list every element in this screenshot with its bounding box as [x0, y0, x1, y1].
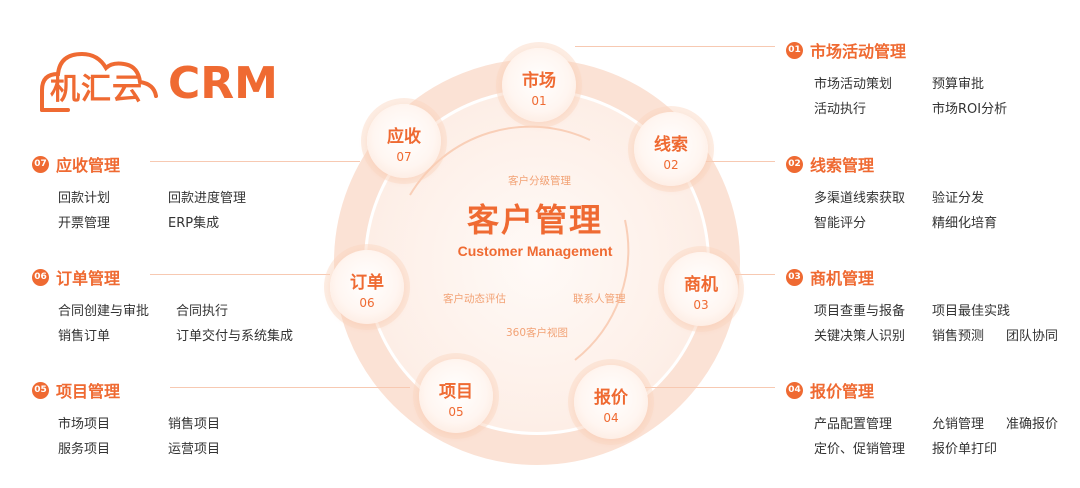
section-badge: 06 — [32, 268, 49, 286]
section-receivable: 07 应收管理 回款计划 回款进度管理 开票管理 ERP集成 — [32, 152, 246, 236]
feature-item: 回款计划 — [58, 191, 111, 206]
section-badge: 01 — [786, 41, 803, 59]
feature-item: 合同执行 — [176, 304, 229, 319]
section-badge: 05 — [32, 381, 49, 399]
feature-item: 定价、促销管理 — [814, 442, 906, 457]
feature-item: 项目最佳实践 — [932, 304, 1011, 319]
feature-item: 多渠道线索获取 — [814, 191, 906, 206]
section-order: 06 订单管理 合同创建与审批 合同执行 销售订单 订单交付与系统集成 — [32, 265, 293, 349]
node-index: 05 — [448, 405, 464, 419]
connector-line — [150, 274, 330, 275]
center-subtitle: Customer Management — [457, 243, 613, 259]
section-quote: 04 报价管理 产品配置管理 允销管理 准确报价 定价、促销管理 报价单打印 — [786, 378, 1058, 462]
logo-text-en: CRM — [168, 58, 278, 109]
node-quote[interactable]: 报价 04 — [574, 365, 648, 439]
section-project: 05 项目管理 市场项目 销售项目 服务项目 运营项目 — [32, 378, 220, 462]
node-market[interactable]: 市场 01 — [502, 48, 576, 122]
node-name: 应收 — [387, 127, 421, 147]
feature-item: 销售订单 — [58, 329, 111, 344]
section-badge: 02 — [786, 155, 803, 173]
connector-line — [705, 161, 775, 162]
connector-line — [645, 387, 775, 388]
inner-arc — [574, 219, 630, 361]
center-title-block: 客户管理 Customer Management — [390, 195, 680, 259]
feature-item: 开票管理 — [58, 216, 111, 231]
center-sub-label: 客户分级管理 — [508, 175, 571, 187]
feature-item: 预算审批 — [932, 77, 985, 92]
section-title: 商机管理 — [810, 269, 875, 288]
node-index: 04 — [603, 411, 619, 425]
feature-item: 服务项目 — [58, 442, 111, 457]
feature-item: 关键决策人识别 — [814, 329, 906, 344]
section-market: 01 市场活动管理 市场活动策划 预算审批 活动执行 市场ROI分析 — [786, 38, 1007, 122]
node-project[interactable]: 项目 05 — [419, 359, 493, 433]
connector-line — [735, 274, 775, 275]
section-leads: 02 线索管理 多渠道线索获取 验证分发 智能评分 精细化培育 — [786, 152, 997, 236]
center-sub-label: 联系人管理 — [573, 293, 626, 305]
node-opportunity[interactable]: 商机 03 — [664, 252, 738, 326]
node-order[interactable]: 订单 06 — [330, 250, 404, 324]
feature-item: 销售项目 — [168, 417, 221, 432]
feature-item: 产品配置管理 — [814, 417, 893, 432]
section-badge: 07 — [32, 155, 49, 173]
section-badge: 03 — [786, 268, 803, 286]
connector-line — [575, 46, 775, 47]
node-leads[interactable]: 线索 02 — [634, 112, 708, 186]
feature-item: 准确报价 — [1006, 417, 1059, 432]
node-index: 02 — [663, 158, 679, 172]
feature-item: ERP集成 — [168, 216, 220, 231]
feature-item: 合同创建与审批 — [58, 304, 150, 319]
section-title: 订单管理 — [56, 269, 121, 288]
connector-line — [170, 387, 410, 388]
inner-disc — [367, 92, 707, 432]
feature-item: 验证分发 — [932, 191, 985, 206]
connector-line — [150, 161, 360, 162]
section-title: 应收管理 — [56, 156, 121, 175]
node-name: 报价 — [594, 388, 628, 408]
feature-item: 销售预测 — [932, 329, 985, 344]
feature-item: 报价单打印 — [932, 442, 998, 457]
brand-logo: 机汇云 CRM — [28, 38, 298, 118]
feature-item: 市场活动策划 — [814, 77, 893, 92]
node-name: 项目 — [439, 382, 473, 402]
node-name: 订单 — [350, 273, 384, 293]
section-title: 项目管理 — [56, 382, 121, 401]
section-badge: 04 — [786, 381, 803, 399]
feature-item: 允销管理 — [932, 417, 985, 432]
feature-item: 活动执行 — [814, 102, 867, 117]
inner-arc — [409, 125, 591, 196]
node-index: 06 — [359, 296, 375, 310]
node-index: 07 — [396, 150, 412, 164]
feature-item: 运营项目 — [168, 442, 221, 457]
section-title: 报价管理 — [810, 382, 875, 401]
feature-item: 市场项目 — [58, 417, 111, 432]
center-sub-label: 客户动态评估 — [443, 293, 506, 305]
feature-item: 精细化培育 — [932, 216, 998, 231]
feature-item: 项目查重与报备 — [814, 304, 906, 319]
feature-item: 智能评分 — [814, 216, 867, 231]
feature-item: 回款进度管理 — [168, 191, 247, 206]
logo-text-cn: 机汇云 — [50, 72, 143, 107]
node-receivable[interactable]: 应收 07 — [367, 104, 441, 178]
section-title: 线索管理 — [810, 156, 875, 175]
node-name: 市场 — [522, 71, 556, 91]
section-title: 市场活动管理 — [810, 42, 907, 61]
feature-item: 订单交付与系统集成 — [176, 329, 294, 344]
cloud-icon — [40, 51, 158, 112]
feature-item: 市场ROI分析 — [932, 102, 1008, 117]
feature-item: 团队协同 — [1006, 329, 1059, 344]
node-index: 03 — [693, 298, 709, 312]
node-name: 线索 — [654, 135, 688, 155]
center-title: 客户管理 — [466, 201, 603, 239]
center-sub-label: 360客户视图 — [506, 327, 569, 339]
section-opportunity: 03 商机管理 项目查重与报备 项目最佳实践 关键决策人识别 销售预测 团队协同 — [786, 265, 1058, 349]
node-index: 01 — [531, 94, 547, 108]
node-name: 商机 — [684, 275, 718, 295]
